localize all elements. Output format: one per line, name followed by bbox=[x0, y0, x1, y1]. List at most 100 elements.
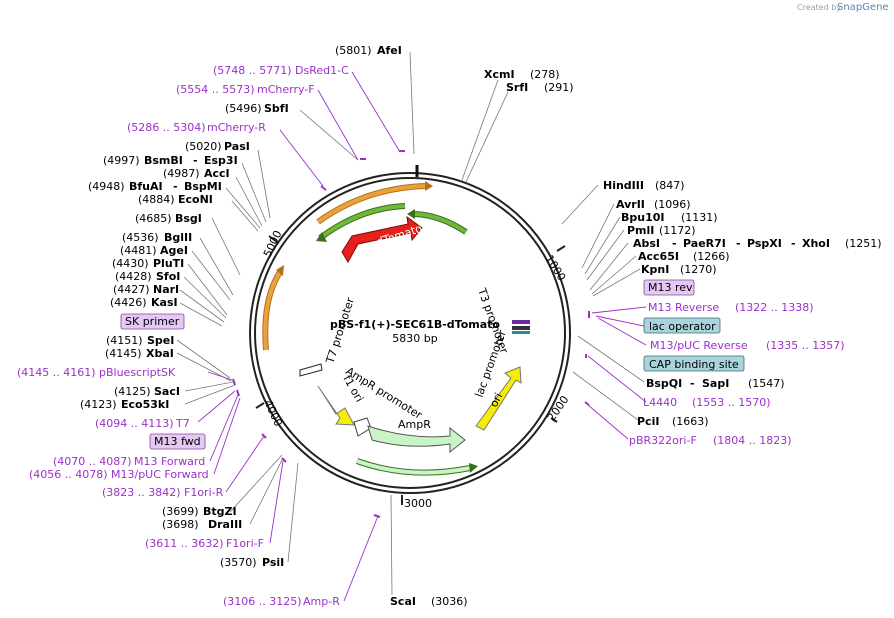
site-sapi[interactable]: SapI bbox=[702, 377, 729, 390]
lac-operator-box[interactable] bbox=[643, 317, 721, 334]
primer-m13pucreverse[interactable]: M13/pUC Reverse bbox=[650, 339, 748, 352]
primer-mcherryf[interactable]: mCherry-F bbox=[257, 83, 315, 96]
site-psii[interactable]: PsiI bbox=[262, 556, 284, 569]
site-econi[interactable]: EcoNI bbox=[178, 193, 213, 206]
primer-t7[interactable]: T7 bbox=[175, 417, 190, 430]
site-pspxi[interactable]: PspXI bbox=[747, 237, 782, 250]
site-saci[interactable]: SacI bbox=[154, 385, 180, 398]
site-sbfi[interactable]: SbfI bbox=[264, 102, 289, 115]
site-pasi-pos: (5020) bbox=[185, 140, 222, 153]
primer-pbluescriptsk[interactable]: pBluescriptSK bbox=[99, 366, 176, 379]
primer-l4440[interactable]: L4440 bbox=[643, 396, 677, 409]
primer-ampr-range: (3106 .. 3125) bbox=[223, 595, 302, 608]
site-avrii-pos: (1096) bbox=[654, 198, 691, 211]
site-btgzi-pos: (3699) bbox=[162, 505, 199, 518]
primer-f1orif[interactable]: F1ori-F bbox=[226, 537, 264, 550]
site-bspqi[interactable]: BspQI bbox=[646, 377, 682, 390]
site-bspqi-pos: (1547) bbox=[748, 377, 785, 390]
site-nari[interactable]: NarI bbox=[153, 283, 179, 296]
primer-pbluescriptsk-range: (4145 .. 4161) bbox=[17, 366, 96, 379]
site-bsgi[interactable]: BsgI bbox=[175, 212, 202, 225]
cap-site-box[interactable] bbox=[643, 355, 745, 372]
cap-site-label: CAP binding site bbox=[649, 358, 739, 371]
green-arrow-2-fill bbox=[414, 212, 468, 234]
site-xcmi[interactable]: XcmI bbox=[484, 68, 515, 81]
green-arrow-bottom-head bbox=[469, 463, 478, 473]
site-hindiii[interactable]: HindIII bbox=[603, 179, 644, 192]
site-sfoi[interactable]: SfoI bbox=[156, 270, 180, 283]
site-absi-pos: (1251) bbox=[845, 237, 882, 250]
site-acc65i[interactable]: Acc65I bbox=[638, 250, 679, 263]
m13-rev-box[interactable] bbox=[643, 279, 695, 296]
site-scai[interactable]: ScaI bbox=[390, 595, 416, 608]
site-spei[interactable]: SpeI bbox=[147, 334, 174, 347]
site-xbai[interactable]: XbaI bbox=[146, 347, 174, 360]
site-bglii[interactable]: BglII bbox=[164, 231, 192, 244]
site-srfi[interactable]: SrfI bbox=[506, 81, 528, 94]
site-draiii[interactable]: DraIII bbox=[208, 518, 242, 531]
primer-mcherryf-range: (5554 .. 5573) bbox=[176, 83, 255, 96]
site-agei-pos: (4481) bbox=[120, 244, 157, 257]
site-xhoi[interactable]: XhoI bbox=[802, 237, 830, 250]
site-bsgi-pos: (4685) bbox=[135, 212, 172, 225]
primer-mcherryr-range: (5286 .. 5304) bbox=[127, 121, 206, 134]
primer-ampr[interactable]: Amp-R bbox=[303, 595, 340, 608]
tick-label-1000: 1000 bbox=[542, 253, 568, 284]
site-pluti[interactable]: PluTI bbox=[153, 257, 184, 270]
ampr-label: AmpR bbox=[398, 418, 431, 431]
site-agei[interactable]: AgeI bbox=[160, 244, 188, 257]
site-bsmbi-pos: (4997) bbox=[103, 154, 140, 167]
tick-label-5000: 5000 bbox=[261, 228, 285, 259]
orange-arrow-left-fill bbox=[263, 270, 282, 351]
site-bpu10i[interactable]: Bpu10I bbox=[621, 211, 665, 224]
f1-ori-feature bbox=[317, 385, 355, 426]
primer-f1orir[interactable]: F1ori-R bbox=[184, 486, 224, 499]
primer-pbr322orif[interactable]: pBR322ori-F bbox=[629, 434, 697, 447]
plasmid-name: pBS-f1(+)-SEC61B-dTomato bbox=[330, 318, 500, 331]
ampr-feature bbox=[367, 425, 466, 454]
site-bsmbi[interactable]: BsmBI bbox=[144, 154, 183, 167]
site-bfuai[interactable]: BfuAI bbox=[129, 180, 163, 193]
primer-l4440-range: (1553 .. 1570) bbox=[692, 396, 771, 409]
snapgene-logo: SnapGene bbox=[837, 2, 889, 13]
tick-label-4000: 4000 bbox=[261, 398, 285, 429]
site-afei-pos: (5801) bbox=[335, 44, 372, 57]
site-spei-pos: (4151) bbox=[106, 334, 143, 347]
site-avrii[interactable]: AvrII bbox=[616, 198, 645, 211]
m13-fwd-box[interactable] bbox=[149, 433, 206, 450]
site-absi[interactable]: AbsI bbox=[633, 237, 660, 250]
site-esp3i[interactable]: Esp3I bbox=[204, 154, 238, 167]
site-kasi[interactable]: KasI bbox=[151, 296, 178, 309]
plasmid-size: 5830 bp bbox=[392, 332, 437, 345]
site-btgzi[interactable]: BtgZI bbox=[203, 505, 237, 518]
primer-dsred1c[interactable]: DsRed1-C bbox=[295, 64, 349, 77]
site-pcii[interactable]: PciI bbox=[637, 415, 659, 428]
site-pmli-pos: (1172) bbox=[659, 224, 696, 237]
primer-mcherryr[interactable]: mCherry-R bbox=[207, 121, 266, 134]
sk-primer-label: SK primer bbox=[125, 315, 180, 328]
site-bspmi[interactable]: BspMI bbox=[184, 180, 222, 193]
site-paer7i[interactable]: PaeR7I bbox=[683, 237, 726, 250]
site-pasi[interactable]: PasI bbox=[224, 140, 250, 153]
ori-feature bbox=[475, 366, 522, 431]
primer-m13forward[interactable]: M13 Forward bbox=[134, 455, 205, 468]
orange-arrow-top-head bbox=[425, 181, 433, 191]
primer-m13pucforward[interactable]: M13/pUC Forward bbox=[111, 468, 209, 481]
t7-promoter-feature bbox=[299, 363, 323, 377]
site-pmli[interactable]: PmlI bbox=[627, 224, 654, 237]
site-absi-dash1: - bbox=[672, 237, 677, 250]
primer-m13pucforward-range: (4056 .. 4078) bbox=[29, 468, 108, 481]
site-acci[interactable]: AccI bbox=[204, 167, 230, 180]
site-absi-dash3: - bbox=[791, 237, 796, 250]
site-kasi-pos: (4426) bbox=[110, 296, 147, 309]
site-afei[interactable]: AfeI bbox=[377, 44, 402, 57]
lac-operator-feature bbox=[512, 320, 530, 324]
site-econi-pos: (4884) bbox=[138, 193, 175, 206]
tick-label-2000: 2000 bbox=[545, 393, 572, 423]
primer-m13pucreverse-range: (1335 .. 1357) bbox=[766, 339, 845, 352]
primer-m13reverse[interactable]: M13 Reverse bbox=[648, 301, 719, 314]
sk-primer-box[interactable] bbox=[120, 313, 185, 330]
site-kpni[interactable]: KpnI bbox=[641, 263, 669, 276]
site-eco53ki[interactable]: Eco53kI bbox=[121, 398, 169, 411]
